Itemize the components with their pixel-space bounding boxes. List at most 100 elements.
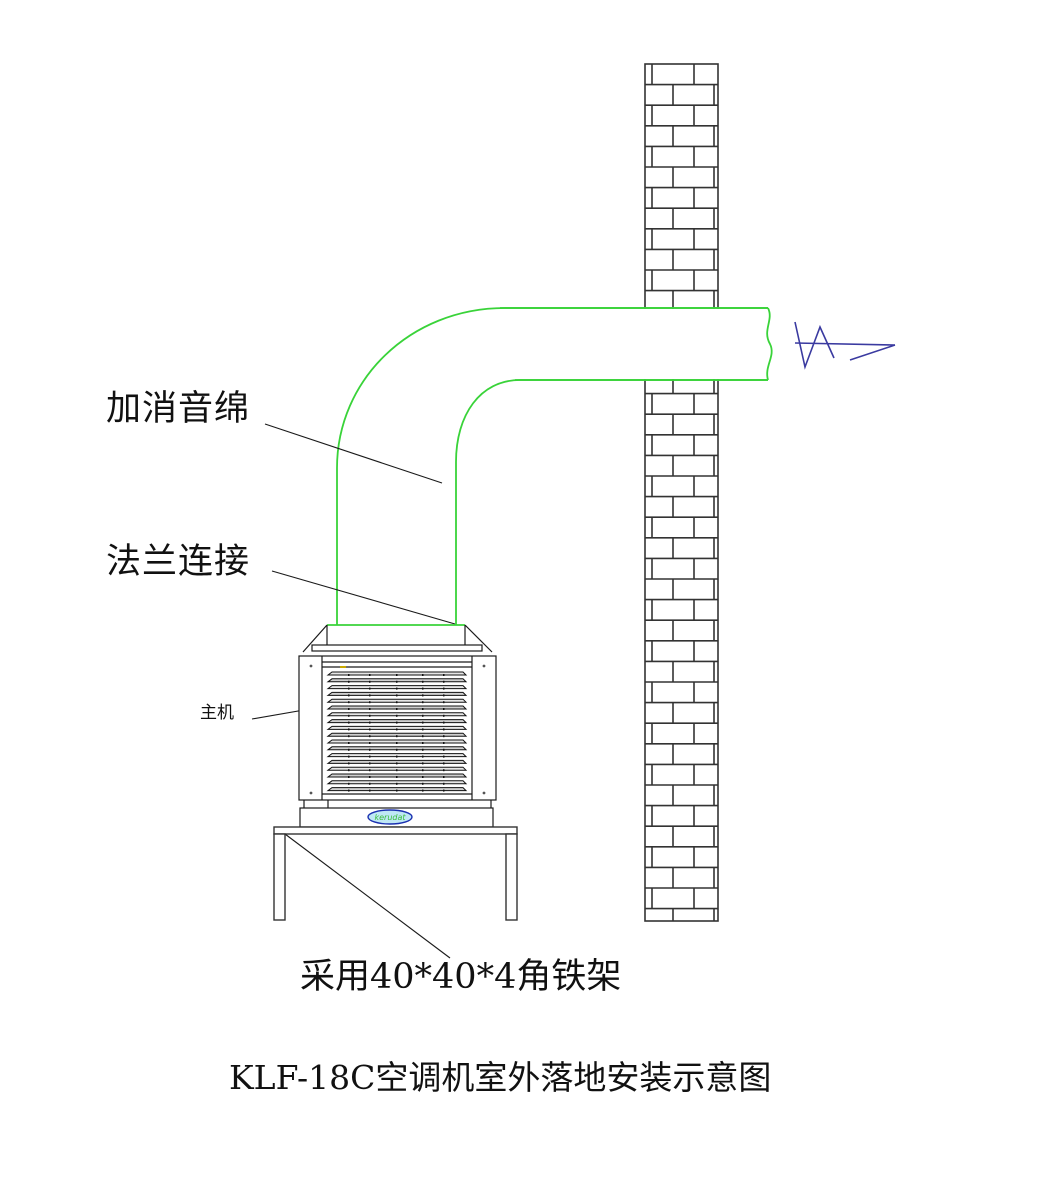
louver-rivet (422, 755, 424, 758)
louver-rivet (443, 708, 445, 710)
air-cooler-unit (298, 624, 497, 828)
louver-rivet (422, 748, 424, 751)
louver-rivet (369, 782, 371, 785)
louver-rivet (369, 714, 371, 717)
louver-rivet (396, 680, 398, 683)
duct-inner-edge (455, 379, 768, 625)
louver-rivet (396, 769, 398, 772)
louver-rivet (369, 708, 371, 710)
louver-slat (326, 746, 468, 751)
leader-muffler (264, 423, 443, 484)
louver-rivet (443, 755, 445, 758)
louver-slat (326, 671, 468, 676)
louver-rivet (396, 748, 398, 751)
louver-slat (326, 773, 468, 778)
louver-rivet (396, 694, 398, 697)
louver-rivet (422, 735, 424, 738)
air-duct (336, 307, 773, 625)
louver-rivet (443, 714, 445, 717)
louver-rivet (422, 769, 424, 772)
louver-rivet (348, 674, 350, 676)
louver-rivet (348, 789, 350, 792)
louver-rivet (348, 701, 350, 704)
louver-rivet (422, 721, 424, 724)
louver-rivet (396, 755, 398, 758)
louver-rivet (348, 714, 350, 717)
louver-rivet (396, 701, 398, 704)
louver-slat (326, 725, 468, 730)
louver-slat (326, 678, 468, 683)
louver-rivet (348, 782, 350, 785)
louver-rivet (422, 782, 424, 785)
brick-wall (644, 63, 719, 922)
brand-logo: kerudat (367, 809, 413, 825)
svg-text:kerudat: kerudat (374, 813, 406, 822)
louver-slat (326, 787, 468, 792)
louver-rivet (396, 728, 398, 731)
wall-outline (644, 63, 719, 922)
duct-wall-opening (644, 309, 720, 379)
louver-rivet (422, 687, 424, 690)
louver-rivet (443, 742, 445, 744)
louver-rivet (369, 701, 371, 704)
louver-rivet (422, 789, 424, 792)
louver-rivet (443, 769, 445, 772)
louver-rivet (369, 721, 371, 724)
louver-rivet (348, 694, 350, 697)
louver-rivet (422, 714, 424, 717)
louver-rivet (443, 789, 445, 792)
louver-rivet (348, 748, 350, 751)
label-angle-iron-stand: 采用40*40*4角铁架 (300, 957, 622, 997)
louver-rivet (422, 674, 424, 676)
louver-rivet (369, 776, 371, 778)
louver-rivet (422, 762, 424, 765)
louver-rivet (396, 735, 398, 738)
louver-rivet (369, 735, 371, 738)
louver-rivet (443, 687, 445, 690)
louver-rivet (396, 708, 398, 710)
louver-rivet (369, 748, 371, 751)
louver-slat (326, 691, 468, 696)
louver-grille (326, 671, 468, 792)
louver-slat (326, 732, 468, 737)
louver-slat (326, 759, 468, 764)
louver-rivet (396, 687, 398, 690)
louver-rivet (369, 680, 371, 683)
louver-rivet (396, 714, 398, 717)
louver-slat (326, 698, 468, 703)
label-flange-connection: 法兰连接 (106, 542, 251, 582)
label-host-unit: 主机 (200, 703, 234, 723)
louver-slat (326, 739, 468, 744)
louver-rivet (443, 728, 445, 731)
louver-rivet (396, 782, 398, 785)
louver-rivet (348, 680, 350, 683)
leader-stand (284, 833, 451, 959)
louver-rivet (369, 762, 371, 765)
louver-rivet (396, 762, 398, 765)
louver-rivet (348, 742, 350, 744)
louver-rivet (396, 742, 398, 744)
louver-rivet (422, 776, 424, 778)
louver-rivet (348, 762, 350, 765)
duct-outer-edge (336, 307, 768, 625)
louver-rivet (443, 762, 445, 765)
label-muffler: 加消音绵 (106, 389, 251, 429)
louver-rivet (369, 728, 371, 731)
louver-rivet (348, 687, 350, 690)
louver-rivet (422, 701, 424, 704)
louver-rivet (348, 708, 350, 710)
louver-rivet (369, 789, 371, 792)
louver-rivet (443, 701, 445, 704)
louver-rivet (348, 776, 350, 778)
louver-rivet (369, 755, 371, 758)
louver-rivet (369, 769, 371, 772)
louver-rivet (422, 694, 424, 697)
louver-slat (326, 780, 468, 785)
diagram-title: KLF-18C空调机室外落地安装示意图 (229, 1058, 772, 1097)
louver-rivet (443, 694, 445, 697)
louver-rivet (443, 680, 445, 683)
louver-rivet (443, 748, 445, 751)
louver-rivet (348, 721, 350, 724)
louver-rivet (443, 735, 445, 738)
louver-rivet (369, 687, 371, 690)
